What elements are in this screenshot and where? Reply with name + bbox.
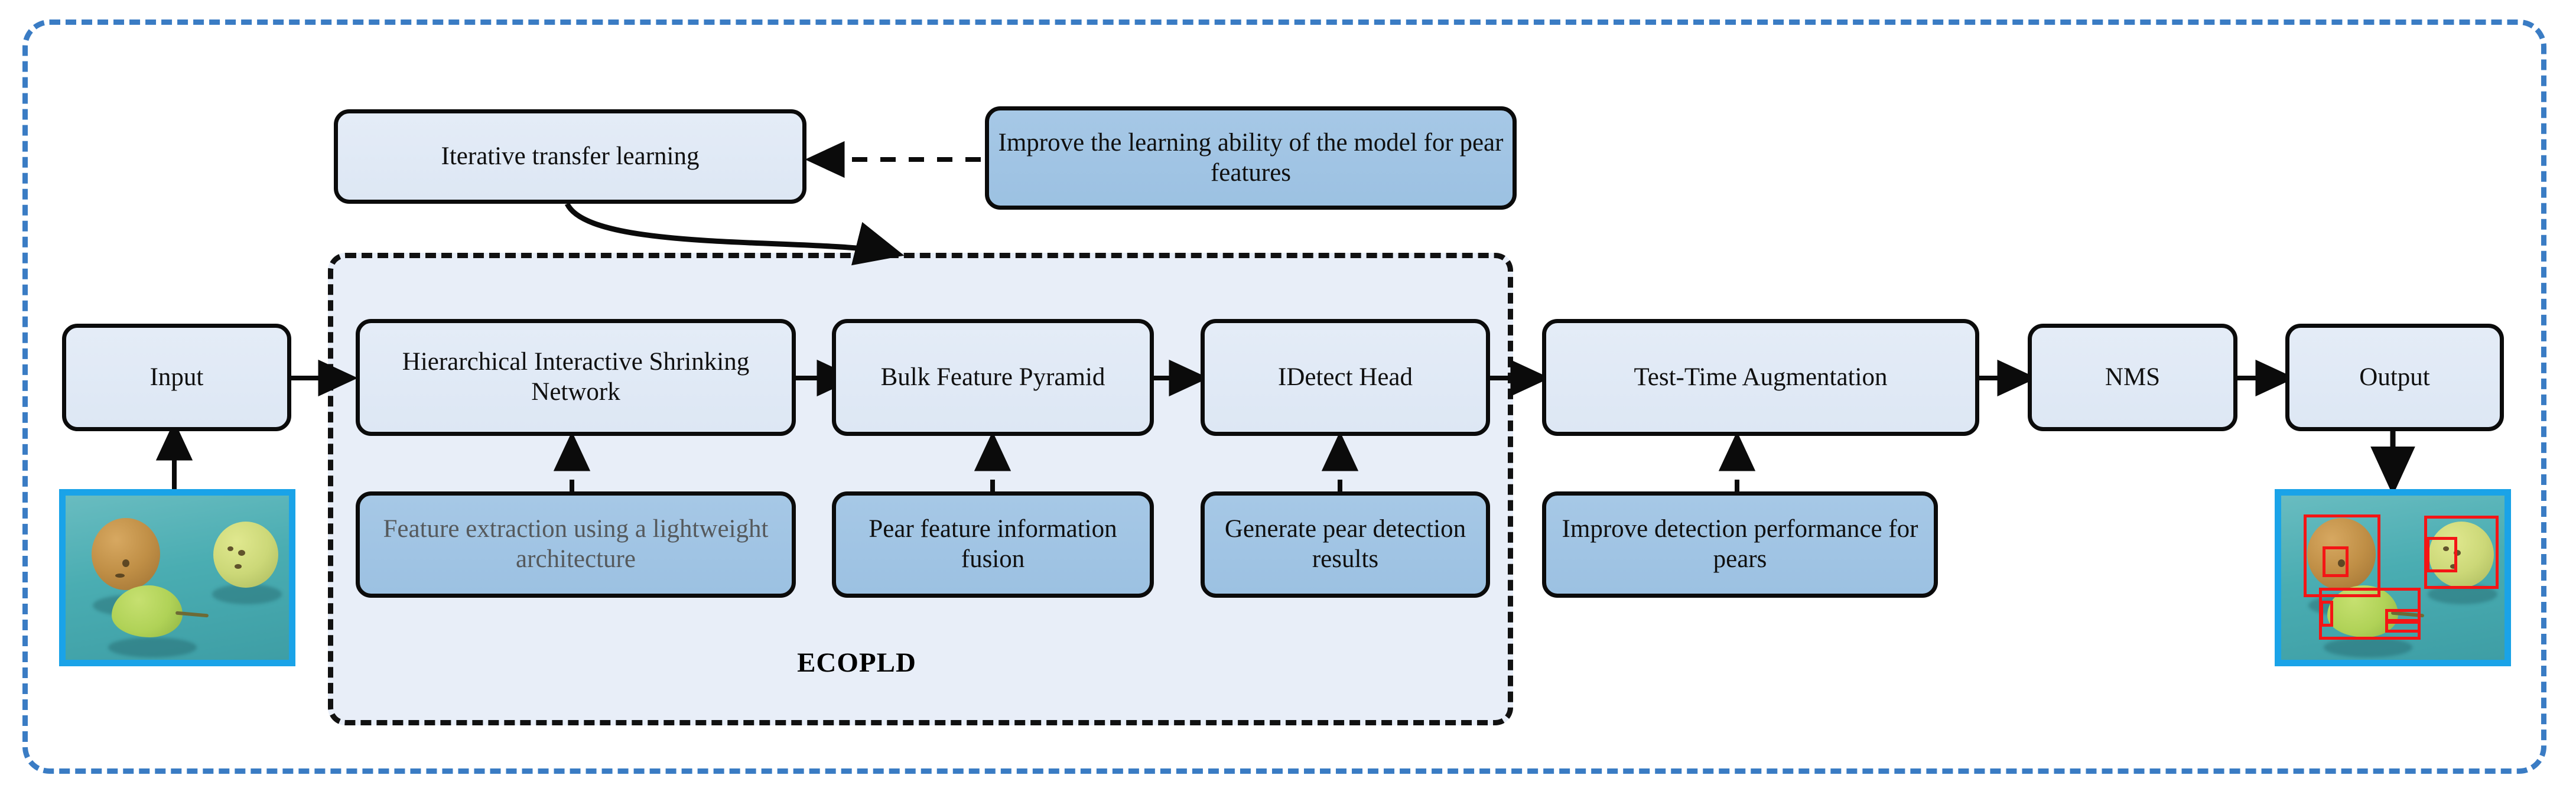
node-hierarchical-interactive-shrinking-network[interactable]: Hierarchical Interactive Shrinking Netwo… <box>356 319 796 436</box>
blemish <box>2443 546 2449 551</box>
blemish <box>115 574 125 578</box>
node-iterative-transfer-learning[interactable]: Iterative transfer learning <box>334 109 806 204</box>
node-label: IDetect Head <box>1278 363 1413 391</box>
node-feature-extraction-lightweight[interactable]: Feature extraction using a lightweight a… <box>356 491 796 598</box>
node-label: Improve detection performance for pears <box>1562 515 1918 573</box>
blemish <box>227 546 233 551</box>
node-label: Bulk Feature Pyramid <box>880 363 1105 391</box>
blemish <box>2338 559 2345 567</box>
node-label: Input <box>149 363 204 391</box>
shadow <box>2324 637 2412 657</box>
detection-box <box>2320 601 2333 627</box>
node-output[interactable]: Output <box>2285 324 2504 431</box>
node-test-time-augmentation[interactable]: Test-Time Augmentation <box>1542 319 1979 436</box>
blemish <box>2450 564 2457 569</box>
detection-box <box>2323 546 2349 577</box>
node-label: Test-Time Augmentation <box>1634 363 1888 391</box>
node-label: Pear feature information fusion <box>869 515 1117 573</box>
pear-brown <box>92 518 160 590</box>
detection-box <box>2427 537 2457 572</box>
blemish <box>122 559 129 567</box>
pear-green <box>112 585 183 637</box>
node-nms[interactable]: NMS <box>2028 324 2237 431</box>
arrow-iterative-to-ecopld <box>564 202 905 266</box>
node-improve-learning-ability[interactable]: Improve the learning ability of the mode… <box>985 106 1517 210</box>
blemish <box>2454 550 2461 556</box>
detection-box <box>2304 514 2380 597</box>
node-pear-feature-information-fusion[interactable]: Pear feature information fusion <box>832 491 1154 598</box>
pear-yellow <box>2429 522 2494 588</box>
pear-brown <box>2307 518 2376 590</box>
detection-box <box>2385 609 2421 622</box>
node-label: Hierarchical Interactive Shrinking Netwo… <box>402 348 750 406</box>
detection-box <box>2385 621 2421 633</box>
node-generate-pear-detection-results[interactable]: Generate pear detection results <box>1201 491 1490 598</box>
node-label: Iterative transfer learning <box>441 142 700 170</box>
node-improve-detection-performance[interactable]: Improve detection performance for pears <box>1542 491 1938 598</box>
node-idetect-head[interactable]: IDetect Head <box>1201 319 1490 436</box>
node-bulk-feature-pyramid[interactable]: Bulk Feature Pyramid <box>832 319 1154 436</box>
node-input[interactable]: Input <box>62 324 291 431</box>
node-label: Feature extraction using a lightweight a… <box>383 515 769 573</box>
detection-box <box>2424 516 2499 589</box>
output-pear-photo-with-detections <box>2275 489 2511 666</box>
blemish <box>235 564 242 569</box>
blemish <box>238 550 245 556</box>
input-pear-photo <box>59 489 295 666</box>
shadow <box>108 637 197 657</box>
node-label: Generate pear detection results <box>1224 515 1466 573</box>
node-label: Output <box>2359 363 2430 391</box>
ecopld-label: ECOPLD <box>797 647 916 678</box>
node-label: NMS <box>2105 363 2161 391</box>
pear-yellow <box>213 522 278 588</box>
node-label: Improve the learning ability of the mode… <box>998 128 1504 187</box>
